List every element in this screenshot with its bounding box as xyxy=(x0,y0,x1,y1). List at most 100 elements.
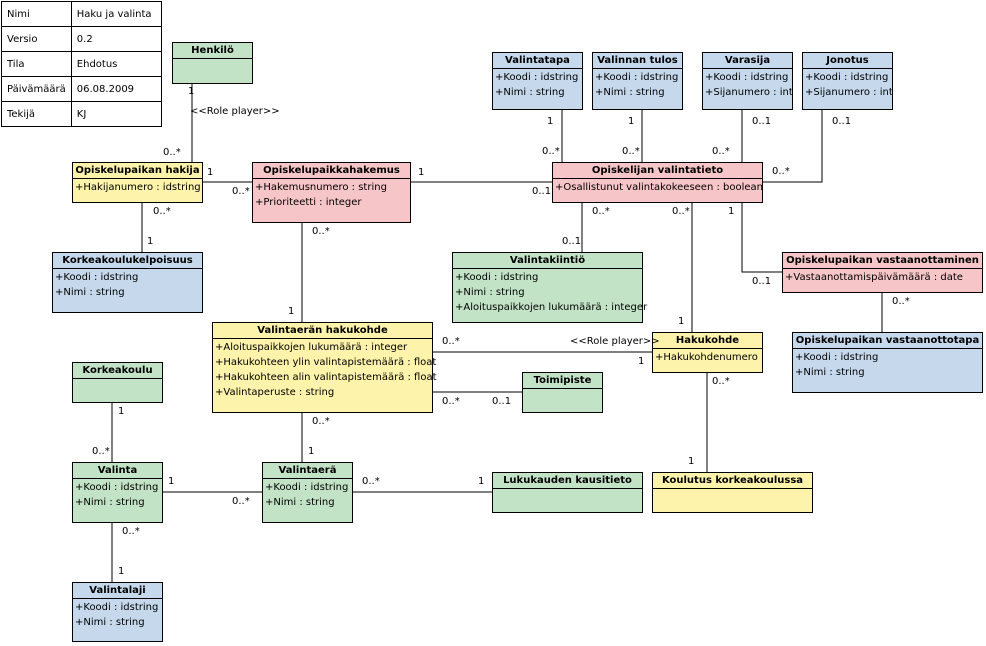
attribute: +Nimi : string xyxy=(495,87,565,98)
class-name: Valintakiintiö xyxy=(453,253,642,269)
multiplicity-label: 1 xyxy=(678,316,685,327)
multiplicity-label: 0..* xyxy=(232,496,250,507)
class-name: Valinta xyxy=(73,463,162,479)
multiplicity-label: 0..* xyxy=(163,147,181,158)
attribute: +Hakukohdenumero xyxy=(655,352,758,363)
class-name: Valintatapa xyxy=(493,53,582,69)
attribute: +Koodi : idstring xyxy=(455,272,539,283)
multiplicity-label: 0..1 xyxy=(752,276,772,287)
class-valintakiintio: Valintakiintiö +Koodi : idstring +Nimi :… xyxy=(452,252,648,323)
role-player-label: <<Role player>> xyxy=(570,336,660,347)
class-name: Opiskelupaikan vastaanottotapa xyxy=(793,333,982,349)
multiplicity-label: 0..* xyxy=(712,146,730,157)
attribute: +Hakukohteen alin valintapistemäärä : fl… xyxy=(215,372,437,383)
multiplicity-label: 0..* xyxy=(592,206,610,217)
multiplicity-label: 1 xyxy=(207,167,214,178)
multiplicity-label: 0..* xyxy=(892,296,910,307)
multiplicity-label: 0..* xyxy=(712,376,730,387)
class-valintatapa: Valintatapa +Koodi : idstring +Nimi : st… xyxy=(492,52,583,110)
attribute: +Vastaanottamispäivämäärä : date xyxy=(785,272,963,283)
class-toimipiste: Toimipiste xyxy=(522,372,603,413)
multiplicity-label: 1 xyxy=(638,356,645,367)
role-player-label: <<Role player>> xyxy=(190,106,280,117)
attribute: +Hakukohteen ylin valintapistemäärä : fl… xyxy=(215,357,437,368)
multiplicity-label: 0..1 xyxy=(752,116,772,127)
class-lukukauden-kausitieto: Lukukauden kausitieto xyxy=(492,472,643,513)
multiplicity-label: 1 xyxy=(728,206,735,217)
attribute: +Nimi : string xyxy=(75,497,145,508)
multiplicity-label: 0..* xyxy=(622,146,640,157)
multiplicity-label: 0..* xyxy=(122,526,140,537)
attribute: +Nimi : string xyxy=(455,287,525,298)
attribute: +Valintaperuste : string xyxy=(215,387,335,398)
class-opiskelijan-valintatieto: Opiskelijan valintatieto +Osallistunut v… xyxy=(552,162,763,203)
multiplicity-label: 0..* xyxy=(542,146,560,157)
class-henkilo: Henkilö xyxy=(172,42,253,84)
class-valintalaji: Valintalaji +Koodi : idstring +Nimi : st… xyxy=(72,582,163,642)
attribute: +Nimi : string xyxy=(55,287,125,298)
attribute: +Koodi : idstring xyxy=(595,72,679,83)
class-name: Jonotus xyxy=(803,53,892,69)
attribute: +Koodi : idstring xyxy=(705,72,789,83)
attribute: +Osallistunut valintakokeeseen : boolean xyxy=(555,182,764,193)
attribute: +Hakijanumero : idstring xyxy=(75,182,201,193)
class-name: Opiskelupaikan hakija xyxy=(73,163,202,179)
multiplicity-label: 0..1 xyxy=(832,116,852,127)
class-opiskelupaikan-hakija: Opiskelupaikan hakija +Hakijanumero : id… xyxy=(72,162,203,203)
multiplicity-label: 0..1 xyxy=(532,186,552,197)
class-valinta: Valinta +Koodi : idstring +Nimi : string xyxy=(72,462,163,523)
multiplicity-label: 1 xyxy=(628,116,635,127)
class-valinnan-tulos: Valinnan tulos +Koodi : idstring +Nimi :… xyxy=(592,52,683,110)
multiplicity-label: 0..* xyxy=(312,416,330,427)
attribute: +Prioriteetti : integer xyxy=(255,197,362,208)
multiplicity-label: 0..* xyxy=(153,206,171,217)
attribute: +Koodi : idstring xyxy=(795,352,879,363)
class-opiskelupaikkahakemus: Opiskelupaikkahakemus +Hakemusnumero : s… xyxy=(252,162,411,223)
multiplicity-label: 0..1 xyxy=(562,236,582,247)
line-jonotus-valintatieto xyxy=(763,110,823,183)
class-name: Valinnan tulos xyxy=(593,53,682,69)
class-name: Lukukauden kausitieto xyxy=(493,473,642,489)
class-name: Opiskelijan valintatieto xyxy=(553,163,762,179)
multiplicity-label: 1 xyxy=(147,236,154,247)
multiplicity-label: 1 xyxy=(688,456,695,467)
multiplicity-label: 0..1 xyxy=(492,396,512,407)
class-varasija: Varasija +Koodi : idstring +Sijanumero :… xyxy=(702,52,793,110)
class-name: Opiskelupaikkahakemus xyxy=(253,163,410,179)
class-jonotus: Jonotus +Koodi : idstring +Sijanumero : … xyxy=(802,52,893,110)
class-name: Valintaerän hakukohde xyxy=(213,323,432,339)
multiplicity-label: 1 xyxy=(118,406,125,417)
multiplicity-label: 1 xyxy=(308,446,315,457)
class-hakukohde: Hakukohde +Hakukohdenumero xyxy=(652,332,763,373)
class-name: Valintalaji xyxy=(73,583,162,599)
class-name: Korkeakoulu xyxy=(73,363,162,379)
class-koulutus-korkeakoulussa: Koulutus korkeakoulussa xyxy=(652,472,813,513)
attribute: +Koodi : idstring xyxy=(75,482,159,493)
attribute: +Nimi : string xyxy=(795,367,865,378)
multiplicity-label: 1 xyxy=(547,116,554,127)
multiplicity-label: 0..* xyxy=(672,206,690,217)
class-name: Koulutus korkeakoulussa xyxy=(653,473,812,489)
multiplicity-label: 0..* xyxy=(442,336,460,347)
class-name: Varasija xyxy=(703,53,792,69)
attribute: +Sijanumero : int xyxy=(705,87,793,98)
class-valintaeran-hakukohde: Valintaerän hakukohde +Aloituspaikkojen … xyxy=(212,322,437,413)
class-opiskelupaikan-vastaanottotapa: Opiskelupaikan vastaanottotapa +Koodi : … xyxy=(792,332,983,393)
class-name: Toimipiste xyxy=(523,373,602,389)
class-valintaera: Valintaerä +Koodi : idstring +Nimi : str… xyxy=(262,462,353,523)
attribute: +Koodi : idstring xyxy=(265,482,349,493)
multiplicity-label: 1 xyxy=(118,566,125,577)
class-korkeakoulu: Korkeakoulu xyxy=(72,362,163,403)
attribute: +Aloituspaikkojen lukumäärä : integer xyxy=(455,302,648,313)
class-korkeakoulukelpoisuus: Korkeakoulukelpoisuus +Koodi : idstring … xyxy=(52,252,203,313)
multiplicity-label: 1 xyxy=(478,476,485,487)
attribute: +Nimi : string xyxy=(265,497,335,508)
class-name: Henkilö xyxy=(173,43,252,59)
multiplicity-label: 0..* xyxy=(362,476,380,487)
multiplicity-label: 1 xyxy=(188,86,195,97)
